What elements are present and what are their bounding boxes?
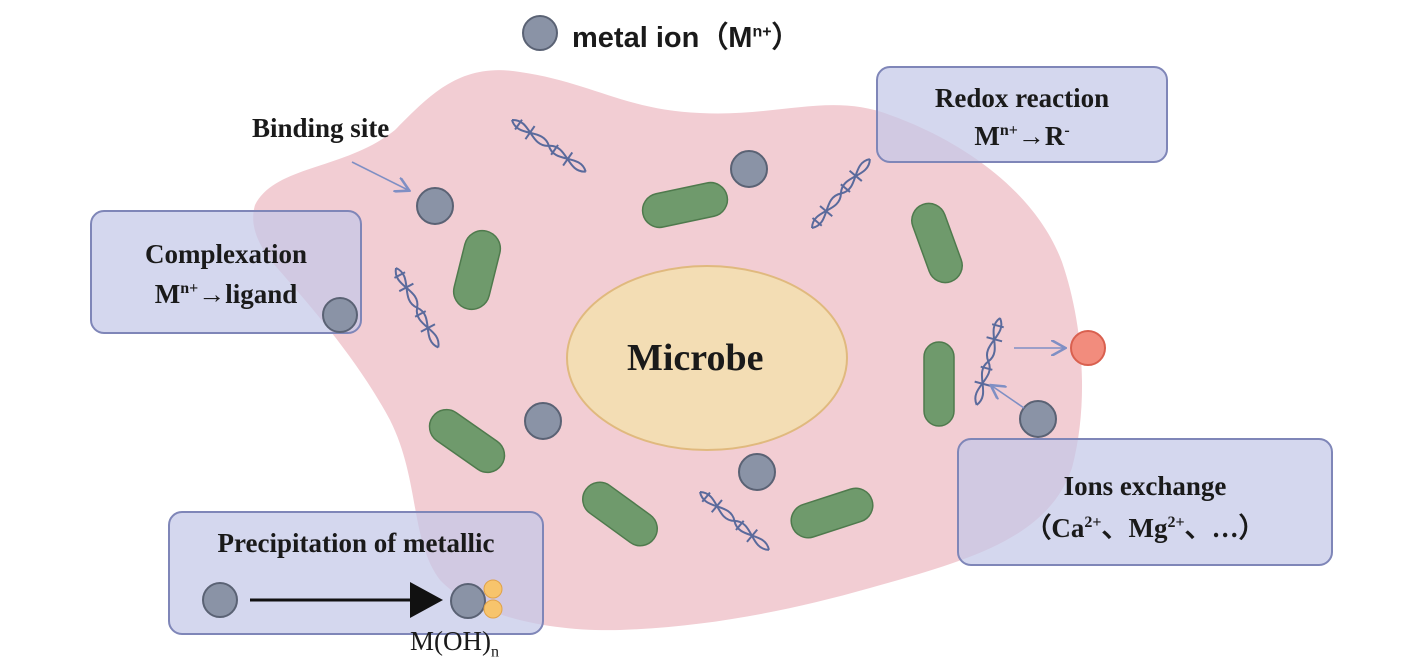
precipitation-box: Precipitation of metallic (168, 511, 544, 635)
hydroxide-base: M(OH) (410, 626, 491, 656)
bacterium-rod (582, 481, 658, 547)
exchange-in-arrow (992, 386, 1025, 409)
dna-helix (511, 118, 587, 173)
ions-exchange-equation: （Ca2+、Mg2+、…） (959, 510, 1331, 546)
ions-eq-sup2: 2+ (1167, 514, 1185, 531)
complexation-box: Complexation Mn+→ligand (90, 210, 362, 334)
dna-helix (699, 491, 770, 551)
complexation-eq-suffix: →ligand (198, 279, 298, 309)
microbe-label: Microbe (627, 337, 764, 379)
ions-eq-open: （Ca (1024, 513, 1085, 543)
microbe-nucleus (566, 265, 848, 451)
redox-equation: Mn+→R- (878, 118, 1166, 154)
bacterium-rod (790, 487, 874, 539)
legend-close: ） (771, 22, 801, 54)
dna-helix (393, 267, 440, 349)
ions-eq-sup1: 2+ (1084, 514, 1102, 531)
complexation-equation: Mn+→ligand (92, 276, 360, 312)
redox-eq-mid: →R (1017, 121, 1065, 151)
ions-eq-mid: 、Mg (1101, 513, 1168, 543)
metal-ion-legend-icon (522, 15, 558, 51)
bacterium-rod (923, 341, 955, 427)
metal-ion (416, 187, 454, 225)
redox-reaction-box: Redox reaction Mn+→R- (876, 66, 1168, 163)
exchanged-ion (1070, 330, 1106, 366)
metal-ion (524, 402, 562, 440)
binding-site-label: Binding site (252, 113, 390, 143)
complexation-eq-sup: n+ (180, 280, 199, 297)
metal-ion (738, 453, 776, 491)
dna-helix (811, 158, 871, 229)
precipitation-title: Precipitation of metallic (217, 528, 495, 558)
complexation-title: Complexation (145, 239, 307, 269)
legend-sup: n+ (752, 23, 772, 41)
complexation-eq-prefix: M (154, 279, 181, 309)
ions-exchange-box: Ions exchange （Ca2+、Mg2+、…） (957, 438, 1333, 566)
bacterium-rod (452, 229, 502, 311)
redox-title: Redox reaction (934, 83, 1110, 113)
ions-eq-close: 、…） (1184, 513, 1266, 543)
bacterium-rod (428, 408, 506, 474)
bacterium-rod (911, 202, 963, 284)
legend-label: metal ion（Mn+） (572, 14, 801, 56)
ions-exchange-title: Ions exchange (1063, 471, 1227, 501)
binding-site-arrow (351, 161, 408, 190)
bacterium-rod (641, 181, 729, 229)
redox-eq-prefix: M (974, 121, 1000, 151)
metal-ion (1019, 400, 1057, 438)
legend-text: metal ion（M (572, 22, 753, 54)
redox-eq-sup: n+ (999, 122, 1018, 139)
hydroxide-sub: n (491, 643, 499, 661)
redox-eq-sup2: - (1064, 122, 1070, 139)
hydroxide-label: M(OH)n (410, 626, 499, 661)
metal-ion (730, 150, 768, 188)
dna-helix (974, 317, 1004, 406)
